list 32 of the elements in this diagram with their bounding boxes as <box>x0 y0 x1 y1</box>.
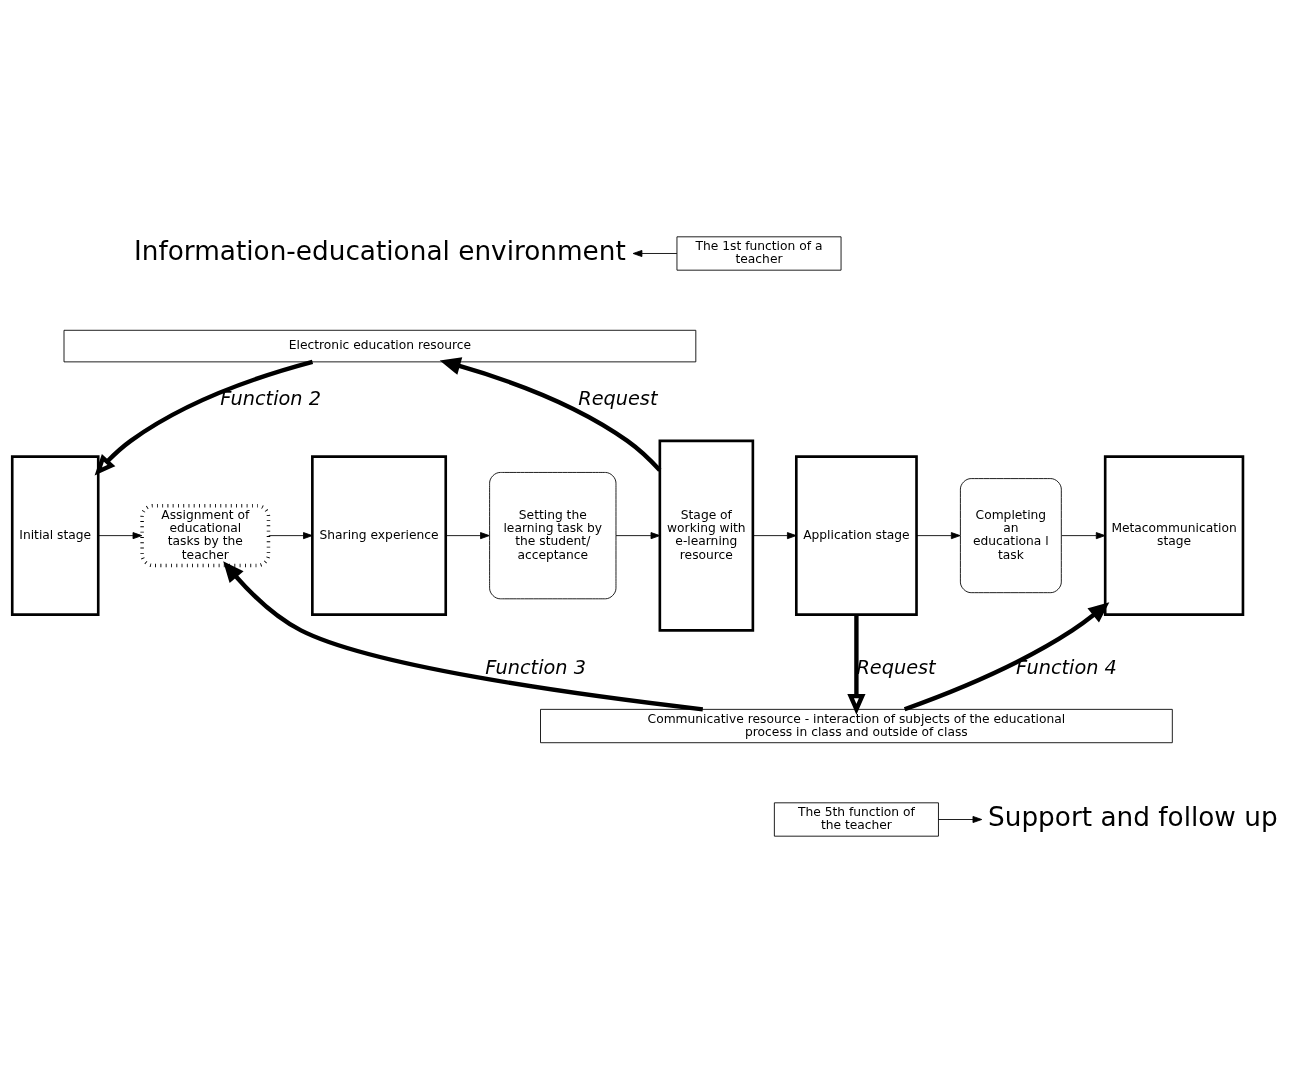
arrow <box>916 531 961 539</box>
edge-label: Function 3 <box>485 655 586 679</box>
arrow <box>752 531 797 539</box>
edge-label: Function 4 <box>1016 655 1117 679</box>
node-box: Completing an educationa l task <box>959 477 1062 593</box>
arrow <box>903 601 1110 711</box>
node-box: Setting the learning task by the student/ acceptance <box>489 471 617 599</box>
arrow <box>615 531 661 539</box>
arrow <box>938 815 983 823</box>
arrow <box>94 359 314 475</box>
arrow <box>847 614 866 715</box>
arrow <box>439 356 662 472</box>
node-text: Information-educational environment <box>134 235 626 266</box>
arrow <box>268 531 313 539</box>
node-box: The 1st function of a teacher <box>676 235 842 271</box>
node-box: The 5th function of the teacher <box>773 801 939 837</box>
arrow <box>1061 531 1106 539</box>
node-text: Support and follow up <box>988 801 1278 832</box>
arrow <box>97 531 143 539</box>
node-box: Assignment of educational tasks by the teacher <box>140 503 271 567</box>
edge-label: Function 2 <box>220 386 321 410</box>
edge-label: Request <box>578 386 658 410</box>
arrow <box>223 560 704 712</box>
arrow <box>632 249 678 257</box>
node-box: Communicative resource - interaction of subjects of the educational process in class and outside of class <box>540 708 1173 743</box>
node-box: Stage of working with e-learning resource <box>658 439 755 632</box>
node-box: Metacommunication stage <box>1103 454 1245 616</box>
node-box: Initial stage <box>10 454 100 616</box>
node-box: Electronic education resource <box>63 329 697 362</box>
node-box: Application stage <box>795 454 918 616</box>
arrow <box>445 531 490 539</box>
node-box: Sharing experience <box>311 454 448 616</box>
